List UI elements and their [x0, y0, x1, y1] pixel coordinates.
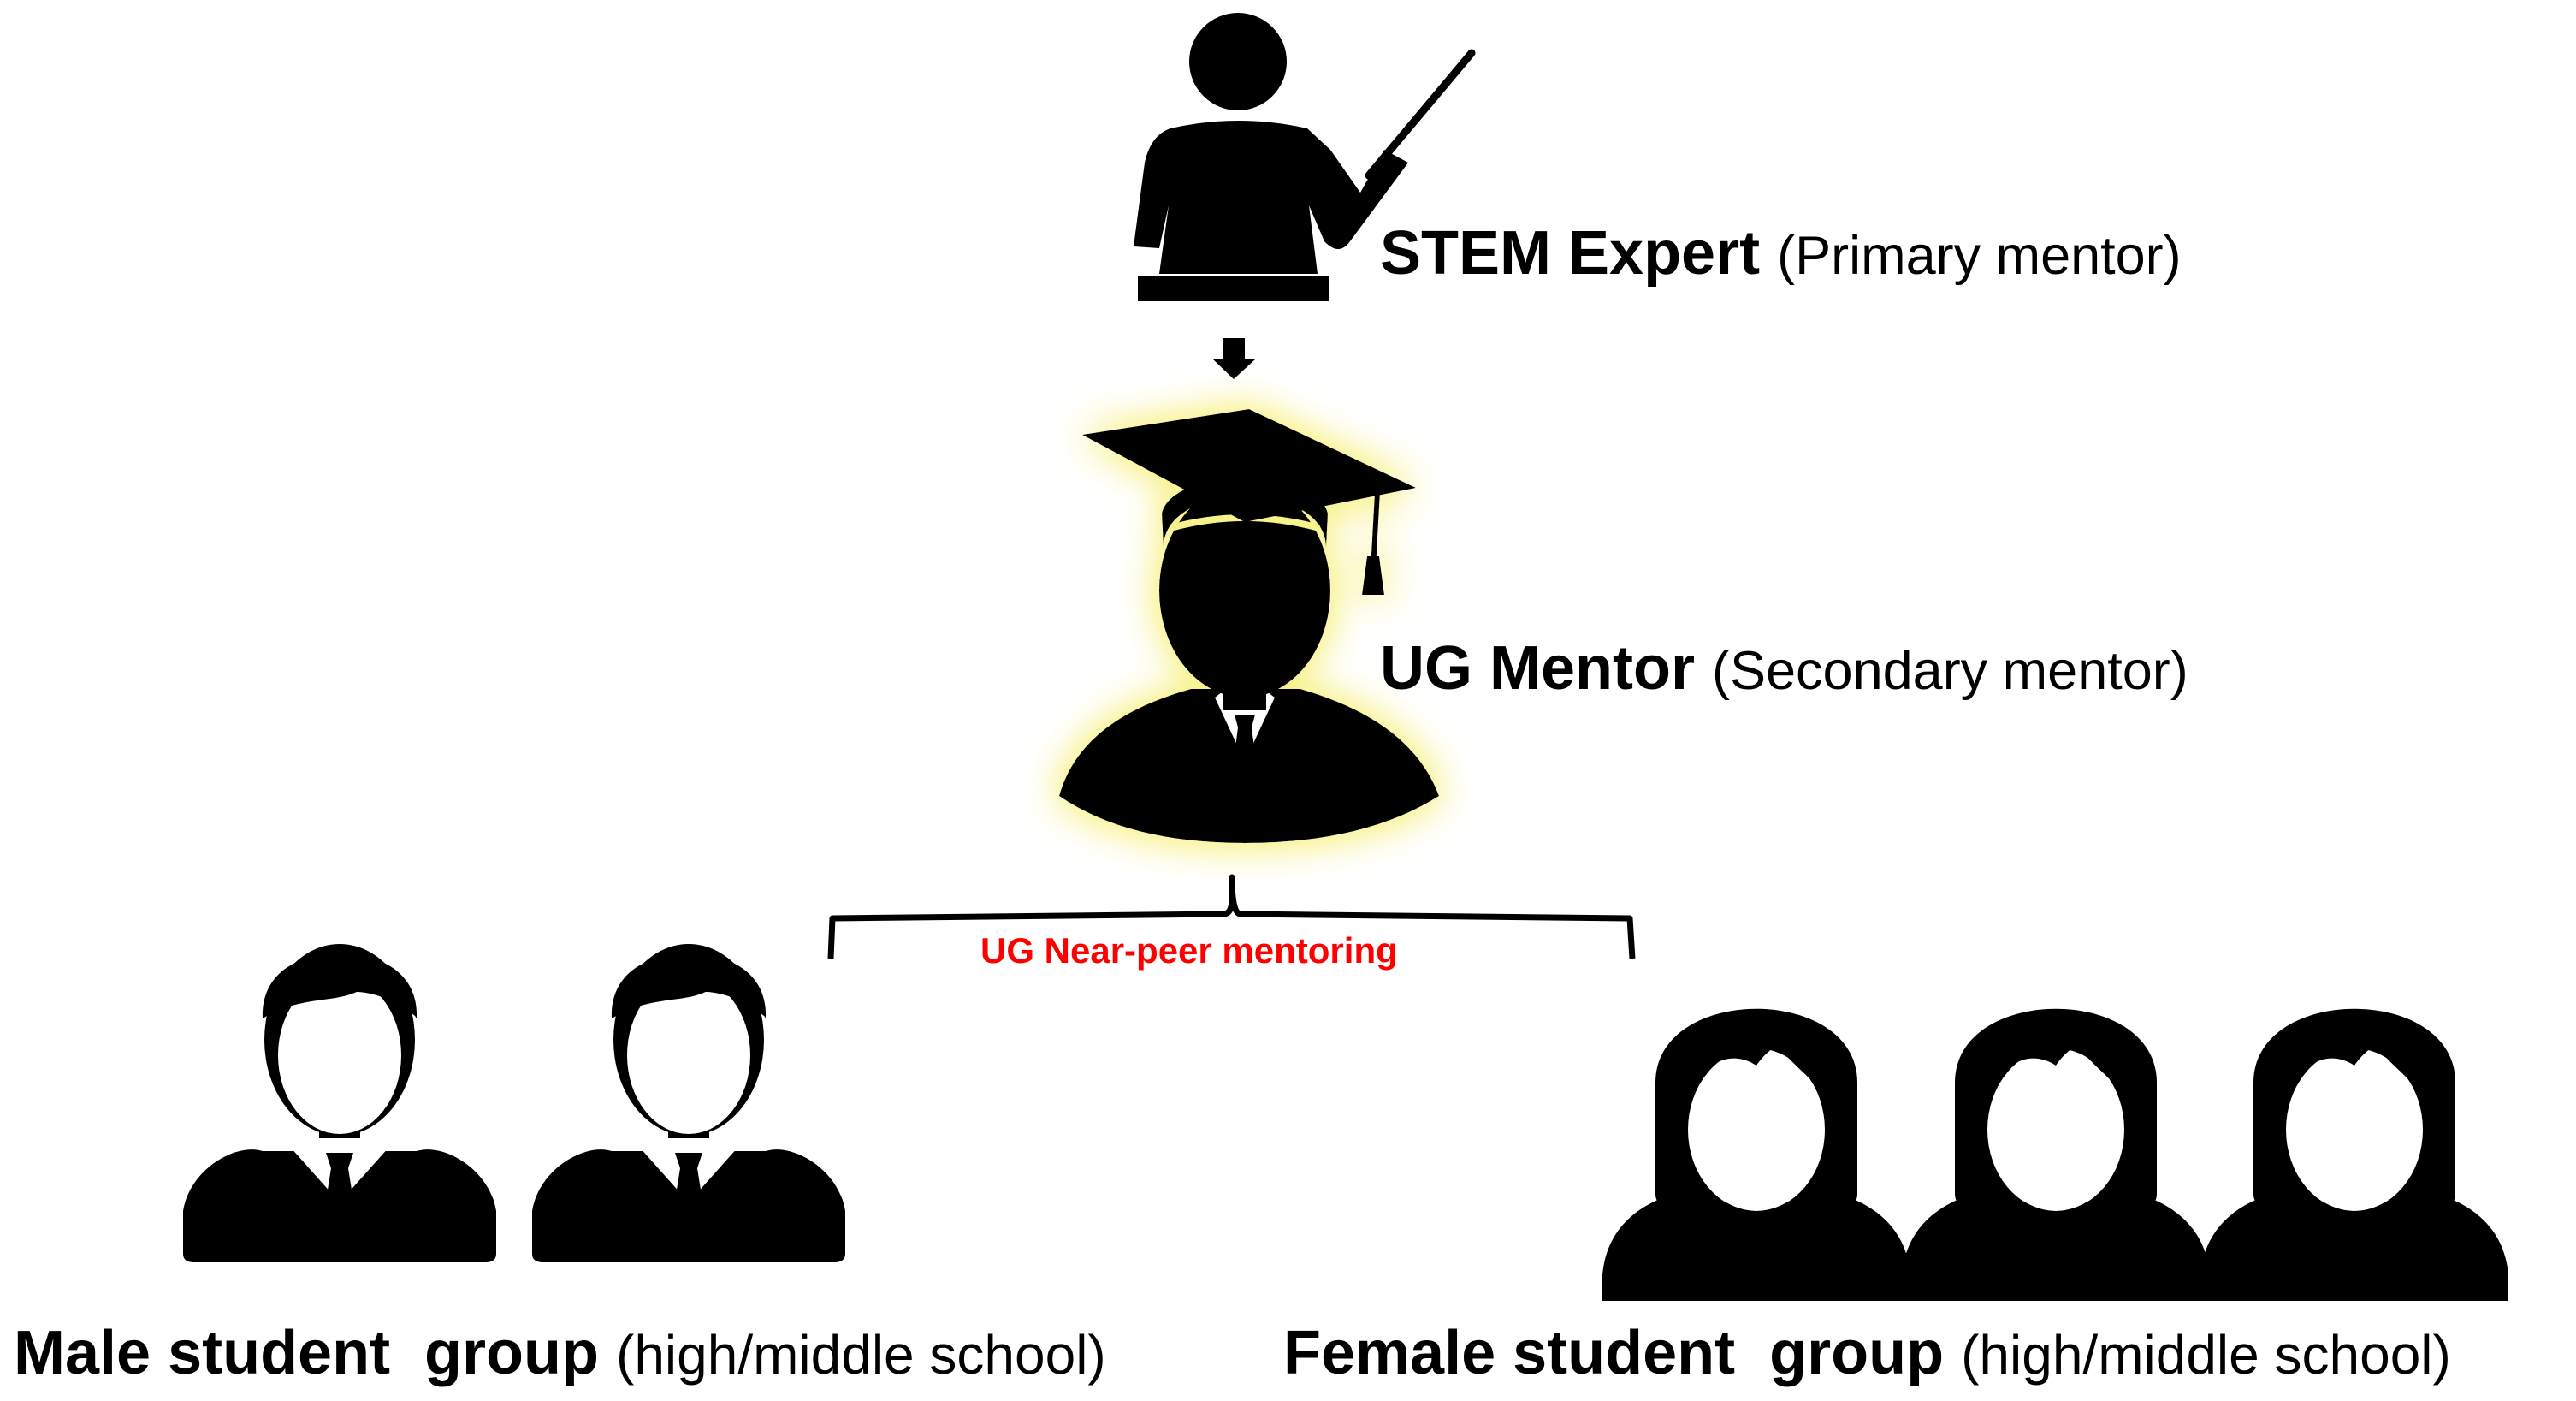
near-peer-mentoring-label: UG Near-peer mentoring [980, 930, 1398, 971]
stem-expert-label: STEM Expert (Primary mentor) [1380, 223, 2182, 284]
female-student-icon [1602, 1009, 1910, 1301]
male-group-title: Male student group [14, 1319, 599, 1387]
stem-expert-role: (Primary mentor) [1777, 226, 2182, 286]
male-group-label: Male student group (high/middle school) [14, 1322, 1106, 1384]
bracket-icon [827, 874, 1636, 959]
ug-mentor-title: UG Mentor [1380, 634, 1695, 703]
female-group-label: Female student group (high/middle school… [1283, 1322, 2451, 1384]
male-student-icon [532, 944, 845, 1262]
female-student-icon [1902, 1009, 2210, 1301]
graduate-student-icon [1059, 409, 1439, 843]
stem-expert-title: STEM Expert [1380, 219, 1761, 288]
down-arrow-icon [1213, 338, 1255, 379]
teacher-pointer-icon [1134, 13, 1476, 301]
male-group-note: (high/middle school) [616, 1324, 1106, 1386]
female-student-icon [2200, 1009, 2508, 1301]
ug-mentor-label: UG Mentor (Secondary mentor) [1380, 638, 2188, 699]
male-student-icon [183, 944, 496, 1262]
female-group-note: (high/middle school) [1961, 1324, 2451, 1386]
female-group-title: Female student group [1283, 1319, 1945, 1387]
ug-mentor-role: (Secondary mentor) [1712, 641, 2188, 701]
